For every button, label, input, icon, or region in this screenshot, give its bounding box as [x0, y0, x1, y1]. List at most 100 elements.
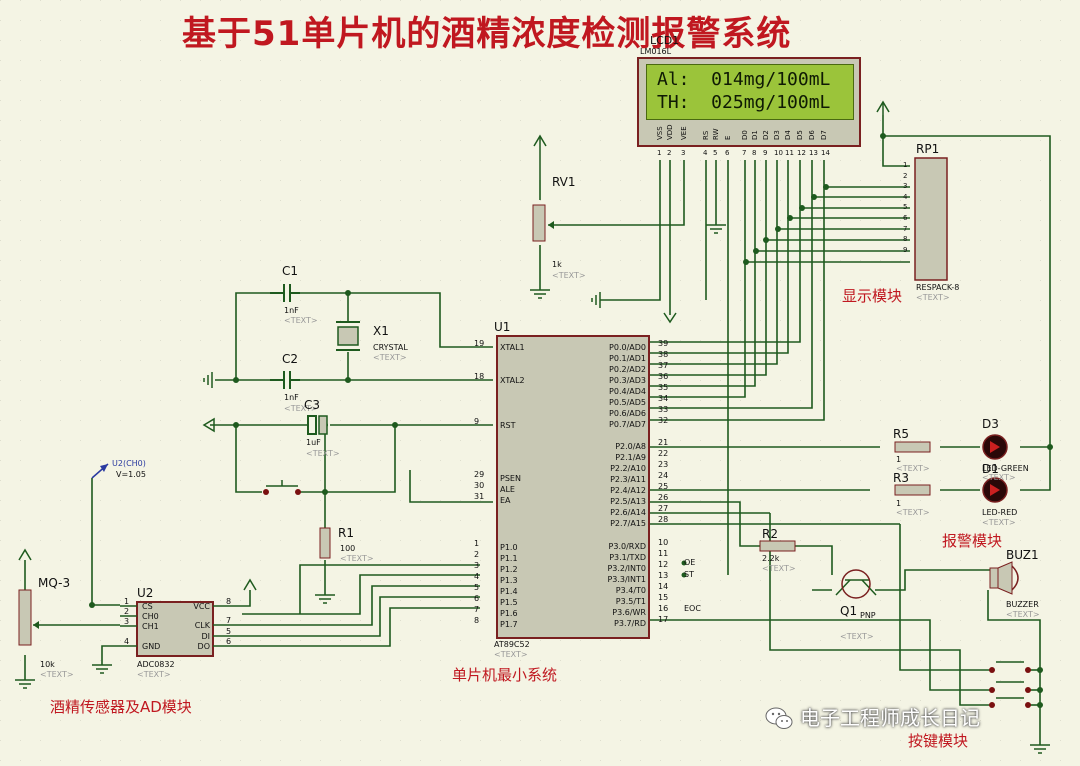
rv1-potentiometer: [532, 204, 560, 242]
u2-pin-num: 6: [226, 637, 232, 646]
key-switches: [989, 661, 1031, 708]
watermark-text: 电子工程师成长日记: [800, 706, 980, 730]
r1-ref: R1: [338, 526, 354, 540]
lcd-pin-name: VDD: [666, 124, 674, 140]
d1-text: <TEXT>: [982, 518, 1016, 527]
alarm-section-label: 报警模块: [942, 532, 1003, 550]
u2-pin-num: 1: [124, 597, 130, 606]
u1-pin-num: 14: [658, 582, 669, 591]
c1-value: 1nF: [284, 306, 299, 315]
lcd-pin-num: 11: [785, 149, 794, 157]
u1-pin-name: P2.7/A15: [610, 519, 646, 528]
u1-pin-num: 35: [658, 383, 669, 392]
u1-pin-name: P0.2/AD2: [609, 365, 646, 374]
lcd-pin-num: 8: [752, 149, 757, 157]
u1-pin-name: P1.0: [500, 543, 518, 552]
r5-resistor: [894, 441, 931, 453]
rp1-pin-num: 1: [903, 161, 908, 169]
u2-pin-name: DO: [197, 642, 210, 651]
x1-text: <TEXT>: [373, 353, 407, 362]
r5-ref: R5: [893, 427, 909, 441]
u1-pin-name: P0.6/AD6: [609, 409, 646, 418]
rp1-pin-num: 4: [903, 192, 908, 201]
rp1-part: RESPACK-8: [916, 283, 960, 292]
net-label-oe: OE: [684, 558, 696, 567]
u1-pin-name: P2.6/A14: [610, 508, 646, 517]
u1-pin-num: 19: [474, 339, 485, 348]
u2-pin-num: 8: [226, 597, 232, 606]
u2-pin-num: 4: [124, 637, 130, 646]
u1-pin-num: 31: [474, 492, 485, 501]
r2-resistor: [759, 540, 796, 552]
u1-pin-name: P2.1/A9: [615, 453, 646, 462]
d1-part: LED-RED: [982, 508, 1018, 517]
lcd-pin-name: RS: [702, 130, 710, 140]
lcd-screen: Al: 014mg/100mL TH: 025mg/100mL: [646, 64, 854, 120]
buz1-ref: BUZ1: [1006, 548, 1039, 562]
u1-pin-num: 12: [658, 560, 669, 569]
mq3-ref: MQ-3: [38, 576, 71, 590]
lcd-pin-name: D4: [784, 130, 792, 140]
d1-led-red: [982, 477, 1008, 503]
u1-pin-name: P2.4/A12: [610, 486, 646, 495]
voltage-probe: [91, 463, 109, 479]
q1-text: <TEXT>: [840, 632, 874, 641]
u1-pin-name: P3.3/INT1: [607, 575, 646, 584]
u1-pin-num: 39: [658, 339, 669, 348]
u1-pin-num: 9: [474, 417, 480, 426]
reset-button: [263, 480, 301, 495]
u1-pin-name: P3.7/RD: [614, 619, 646, 628]
u2-pin-name: VCC: [193, 602, 210, 611]
u2-pin-name: CS: [142, 602, 153, 611]
u1-pin-name: P3.5/T1: [615, 597, 646, 606]
lcd-pin-name: D6: [808, 130, 816, 140]
capacitors: [270, 284, 300, 389]
u2-pin-num: 2: [124, 607, 130, 616]
mcu-section-label: 单片机最小系统: [452, 666, 558, 684]
c3-capacitor: [307, 415, 317, 435]
u1-pin-name: P1.2: [500, 565, 518, 574]
u1-pin-num: 28: [658, 515, 669, 524]
u1-pin-num: 10: [658, 538, 669, 547]
net-label-eoc: EOC: [684, 604, 701, 613]
u2-pin-name: GND: [142, 642, 161, 651]
u1-pin-num: 30: [474, 481, 485, 490]
rv1-value: 1k: [552, 260, 562, 269]
d3-part: LED-GREEN: [982, 464, 1029, 473]
rp1-respack: [914, 157, 948, 281]
u1-pin-name: P3.4/T0: [615, 586, 646, 595]
keys-section-label: 按键模块: [908, 732, 969, 750]
u1-pin-num: 13: [658, 571, 669, 580]
c1-ref: C1: [282, 264, 299, 278]
terminal-arrow: [202, 417, 215, 433]
u1-pin-num: 24: [658, 471, 669, 480]
r5-value: 1: [896, 455, 902, 464]
mq3-sensor: [18, 589, 40, 646]
wires: [24, 115, 1051, 745]
u1-pin-num: 26: [658, 493, 669, 502]
lcd-part: LM016L: [640, 47, 672, 56]
u1-pin-name: P0.4/AD4: [609, 387, 646, 396]
lcd-pin-name: D1: [751, 130, 759, 140]
rp1-pin-num: 7: [903, 224, 908, 233]
r2-value: 2.2k: [762, 554, 780, 563]
lcd-pin-num: 9: [763, 149, 768, 157]
u1-pin-num: 27: [658, 504, 669, 513]
u1-ref: U1: [494, 320, 511, 334]
u1-pin-num: 29: [474, 470, 485, 479]
u2-pin-name: CH0: [142, 612, 159, 621]
r1-value: 100: [340, 544, 356, 553]
lcd-pin-name: RW: [712, 128, 720, 140]
u1-part: AT89C52: [494, 640, 530, 649]
u1-pin-name: P1.1: [500, 554, 518, 563]
lcd-pin-num: 6: [725, 149, 730, 157]
u2-chip: [136, 601, 214, 657]
lcd-pin-name: E: [724, 135, 732, 140]
rp1-pin-num: 3: [903, 182, 908, 191]
u1-pin-name: P1.4: [500, 587, 518, 596]
c3-value: 1uF: [306, 438, 321, 447]
u1-pin-num: 5: [474, 583, 480, 592]
u1-pin-name: P0.5/AD5: [609, 398, 646, 407]
u1-pin-num: 32: [658, 416, 669, 425]
